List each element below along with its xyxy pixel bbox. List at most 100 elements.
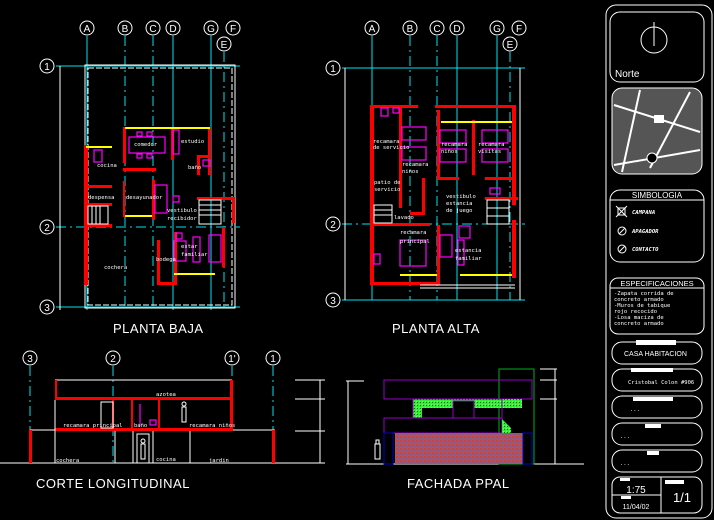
room-label: familiar — [455, 256, 482, 262]
human-figure-icon — [374, 439, 381, 460]
room-label: comedor — [134, 142, 158, 148]
axis-bubbles: A B C D G F E 1 2 3 — [325, 20, 527, 308]
room-label: cochera — [56, 458, 79, 464]
scale-date-sheet: 1:75 11/04/02 1/1 — [611, 476, 703, 514]
axis-label: 1 — [44, 62, 50, 73]
project-address: Cristobal Colon #906 — [628, 380, 694, 386]
drawing-title: CORTE LONGITUDINAL — [36, 476, 190, 491]
axis-label: E — [221, 40, 228, 51]
axis-label: 1 — [270, 354, 276, 365]
north-box: Norte — [609, 11, 705, 83]
room-label: recamara — [478, 142, 505, 148]
spec-line: rojo recocido — [614, 309, 657, 315]
section-title: ESPECIFICACIONES — [620, 279, 693, 288]
room-label: cocina — [156, 457, 176, 463]
room-label: estudio — [181, 139, 204, 145]
room-label: niños — [441, 149, 458, 155]
especificaciones-box: ESPECIFICACIONES -Zapata corrida de conc… — [609, 277, 705, 335]
room-label: vestibulo — [446, 194, 476, 200]
room-label: niños — [402, 169, 419, 175]
info-field: ... — [620, 461, 630, 467]
walls — [84, 127, 235, 285]
axis-label: B — [122, 24, 129, 35]
room-label: despensa — [88, 195, 115, 201]
date-value: 11/04/02 — [623, 504, 650, 511]
room-label: de servicio — [373, 145, 409, 151]
north-label: Norte — [615, 69, 640, 80]
axis-label: 2 — [330, 220, 336, 231]
axis-label: 1' — [228, 354, 236, 365]
room-label: recamara — [441, 142, 468, 148]
furniture — [93, 129, 222, 263]
symbol-label: APAGADOR — [631, 229, 659, 235]
walls — [370, 105, 518, 285]
room-label: baño — [134, 423, 147, 429]
symbol-label: CONTACTO — [632, 247, 659, 253]
room-label: desayunador — [126, 195, 163, 201]
room-label: recamara principal — [63, 423, 123, 429]
room-label: servicio — [374, 187, 401, 193]
room-label: recamara niños — [189, 423, 235, 429]
panel-frame — [605, 4, 713, 519]
info-field: ... — [620, 434, 630, 440]
axis-label: E — [507, 40, 514, 51]
room-labels: comedor estudio cocina baño despensa des… — [88, 139, 208, 271]
axis-bubbles: 3 2 1' 1 — [22, 350, 281, 463]
campana-symbol-icon — [615, 205, 628, 218]
fachada-principal: FACHADA PPAL — [346, 368, 584, 491]
location-map — [611, 87, 703, 175]
axis-label: A — [369, 24, 376, 35]
section-title: SIMBOLOGIA — [632, 191, 683, 200]
axis-label: B — [407, 24, 414, 35]
spec-line: -Muros de tabique — [614, 303, 670, 309]
room-label: recamara — [373, 139, 400, 145]
room-label: cocina — [97, 163, 117, 169]
room-label: estar — [181, 244, 198, 250]
room-label: de juego — [446, 208, 473, 214]
axis-label: F — [230, 24, 236, 35]
drawing-title: FACHADA PPAL — [407, 476, 510, 491]
room-label: recibidor — [167, 216, 197, 222]
project-name: CASA HABITACION — [624, 351, 687, 358]
symbol-label: CAMPANA — [632, 210, 655, 216]
drawing-title: PLANTA BAJA — [113, 321, 204, 336]
furniture — [373, 107, 509, 267]
room-label: estancia — [455, 248, 482, 254]
room-label: recamara — [402, 162, 429, 168]
contacto-symbol-icon — [617, 244, 627, 254]
room-labels: azotea recamara principal baño recamara … — [56, 392, 235, 464]
windows — [86, 127, 215, 275]
corte-longitudinal: 3 2 1' 1 azotea recamara principal baño … — [0, 350, 325, 491]
room-label: estancia — [446, 201, 473, 207]
axis-label: 1 — [330, 64, 336, 75]
axis-lines — [342, 36, 525, 301]
axis-label: C — [149, 24, 156, 35]
room-label: jardin — [209, 458, 229, 464]
axis-label: D — [169, 24, 176, 35]
axis-label: 3 — [330, 296, 336, 307]
room-label: azotea — [156, 392, 176, 398]
axis-label: 2 — [110, 354, 116, 365]
human-figure-icon — [140, 401, 187, 460]
axis-lines — [56, 36, 240, 310]
room-label: patio de — [374, 180, 401, 186]
axis-bubbles: A B C D G F E 1 2 3 — [39, 20, 241, 315]
drawing-title: PLANTA ALTA — [392, 321, 480, 336]
room-label: visitas — [478, 149, 501, 155]
axis-label: G — [207, 24, 215, 35]
room-label: principal — [400, 239, 430, 245]
room-label: recamara — [400, 230, 427, 236]
axis-label: A — [84, 24, 91, 35]
sheet-number: 1/1 — [673, 490, 691, 505]
room-label: vestibulo — [167, 208, 197, 214]
apagador-symbol-icon — [617, 226, 627, 236]
axis-label: G — [493, 24, 501, 35]
axis-label: D — [453, 24, 460, 35]
axis-label: C — [433, 24, 440, 35]
stairs — [373, 199, 515, 289]
axis-label: F — [516, 24, 522, 35]
windows — [400, 121, 512, 276]
axis-label: 3 — [44, 303, 50, 314]
